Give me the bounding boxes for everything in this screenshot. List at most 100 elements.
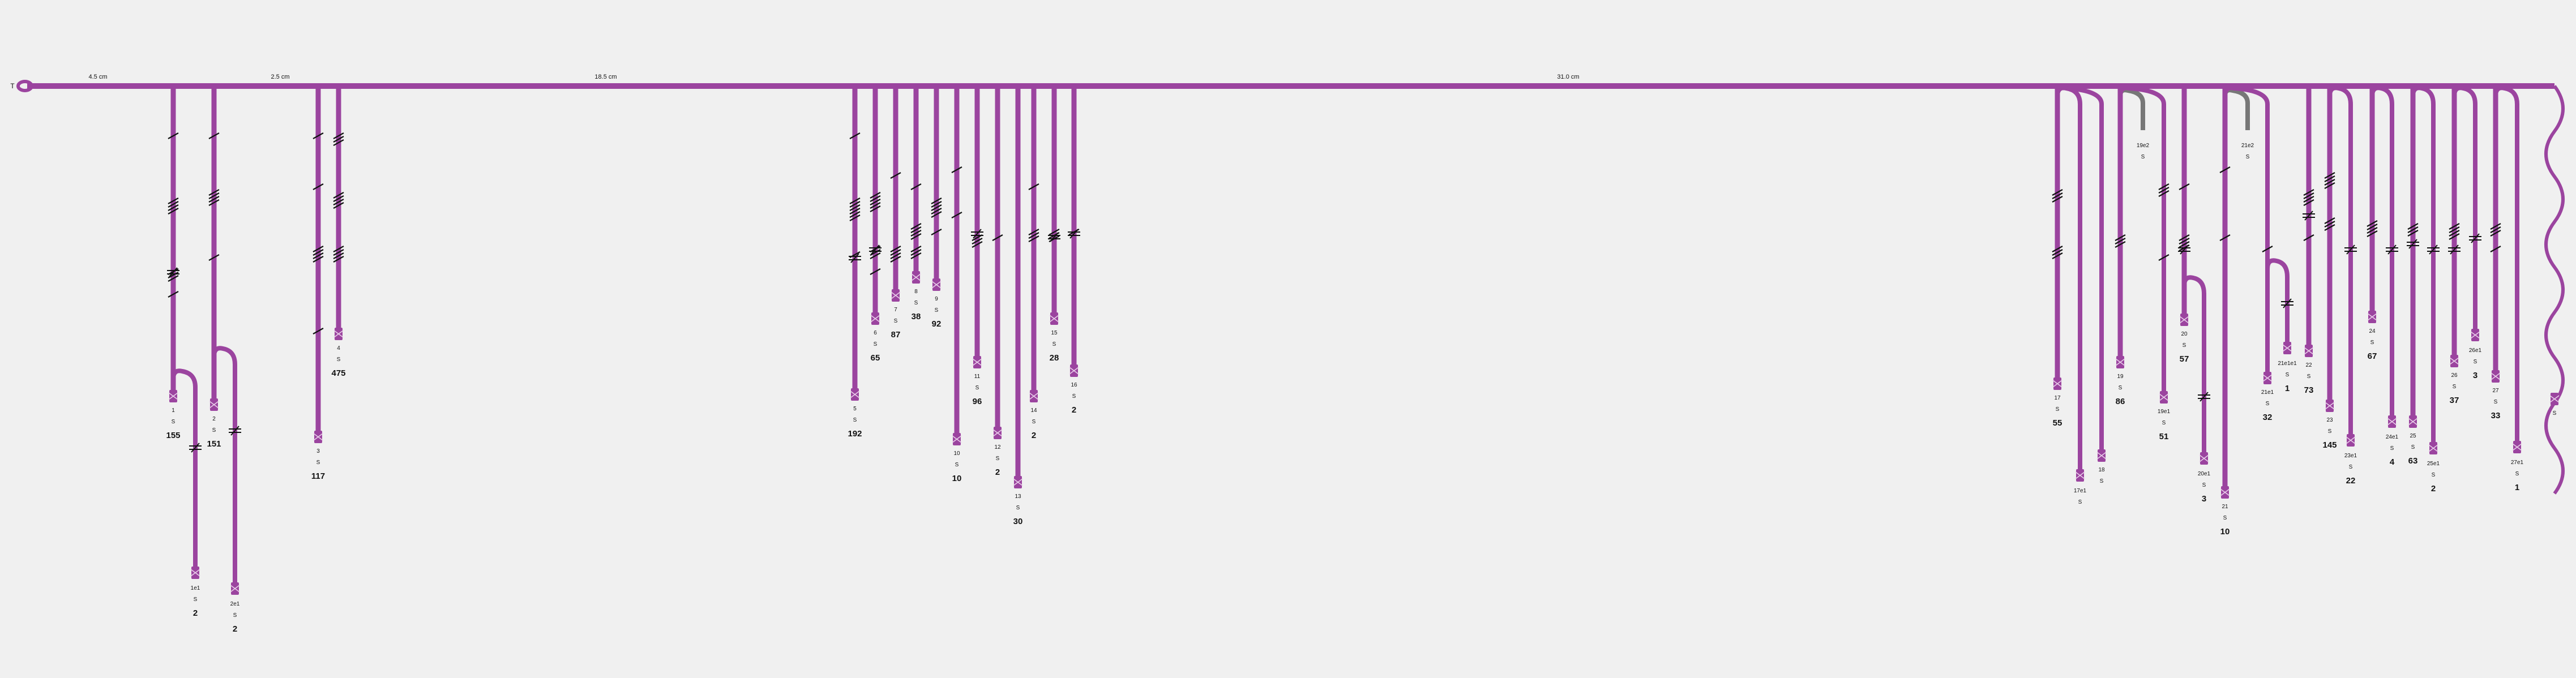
node-count: 63 bbox=[2408, 456, 2418, 466]
branch-b1-marks bbox=[168, 291, 179, 298]
branch-b1-sub-node bbox=[190, 567, 200, 579]
node-label: S bbox=[2078, 499, 2082, 505]
branch-b8-node bbox=[911, 271, 921, 284]
node-label: S bbox=[2515, 471, 2519, 477]
branch-b8-marks bbox=[910, 223, 922, 240]
root-node bbox=[16, 80, 33, 92]
branch-b5-marks bbox=[849, 198, 861, 221]
distance-label: 4.5 cm bbox=[88, 74, 107, 80]
branch-b6-marks bbox=[870, 192, 881, 212]
branch-b27-marks bbox=[2490, 223, 2501, 237]
node-label: S bbox=[1072, 393, 1076, 400]
node-count: 65 bbox=[871, 353, 880, 363]
branch-b3-marks bbox=[313, 246, 324, 263]
branch-b17-marks bbox=[2052, 246, 2063, 259]
node-label: 21e1 bbox=[2261, 389, 2274, 396]
node-label: 20e1 bbox=[2198, 471, 2211, 477]
branch-b20-node bbox=[2179, 314, 2189, 326]
branch-b21e1-node bbox=[2262, 372, 2273, 384]
branch-b27-sub-edge bbox=[2493, 85, 2519, 449]
branch-b25-sub-marks bbox=[2427, 244, 2440, 255]
distance-label: 31.0 cm bbox=[1557, 74, 1579, 80]
branch-b23-node bbox=[2325, 400, 2335, 412]
branch-b18-edge bbox=[2055, 85, 2104, 458]
node-label: S bbox=[2202, 482, 2206, 488]
node-label: S bbox=[853, 417, 857, 423]
node-count: 155 bbox=[166, 431, 180, 440]
branch-b1-marks bbox=[168, 132, 179, 139]
branch-b19-node bbox=[2115, 356, 2125, 368]
node-label: 14 bbox=[1030, 407, 1037, 414]
branch-b13-node bbox=[1013, 476, 1023, 488]
branch-b5-marks bbox=[849, 132, 861, 139]
branch-b22-marks bbox=[2303, 189, 2314, 206]
node-count: 10 bbox=[952, 474, 962, 483]
node-label: S bbox=[996, 456, 1000, 462]
node-label: S bbox=[914, 300, 918, 306]
node-label: 13 bbox=[1015, 494, 1021, 500]
branch-b21-marks bbox=[2219, 166, 2231, 173]
node-label: 2e1 bbox=[230, 601, 240, 607]
branch-b15-node bbox=[1049, 312, 1059, 325]
branch-b27-sub-node bbox=[2512, 441, 2522, 453]
branch-b23-sub-node bbox=[2346, 434, 2356, 447]
node-label: S bbox=[874, 341, 878, 347]
nodes-layer bbox=[16, 80, 2560, 595]
node-label: 25 bbox=[2410, 433, 2416, 439]
branch-b10-marks bbox=[951, 166, 962, 173]
node-label: S bbox=[233, 612, 237, 619]
node-label: S bbox=[2390, 445, 2394, 452]
node-label: 23e1 bbox=[2344, 453, 2357, 459]
node-count: 475 bbox=[331, 368, 345, 378]
branch-b1-sub-edge bbox=[171, 368, 198, 575]
node-count: 2 bbox=[193, 608, 198, 618]
node-label: 27e1 bbox=[2511, 460, 2524, 466]
node-count: 1 bbox=[2285, 384, 2290, 393]
node-label: 26e1 bbox=[2469, 347, 2482, 354]
node-label: S bbox=[975, 385, 979, 391]
branch-b9-marks bbox=[931, 229, 942, 235]
node-label: 17 bbox=[2054, 395, 2061, 401]
branch-b25-node bbox=[2408, 415, 2418, 428]
node-label: S bbox=[2286, 372, 2290, 378]
node-count: 4 bbox=[2390, 457, 2395, 467]
node-count: 67 bbox=[2368, 351, 2377, 361]
branch-b19e1-edge bbox=[2118, 85, 2166, 400]
node-count: 3 bbox=[2202, 494, 2206, 504]
node-label: 20 bbox=[2181, 331, 2188, 337]
branch-b1-marks bbox=[168, 198, 179, 214]
branch-b10-node bbox=[952, 433, 962, 445]
node-count: 1 bbox=[2515, 483, 2519, 492]
branch-b8-marks bbox=[910, 183, 922, 190]
node-label: 24 bbox=[2369, 328, 2376, 334]
node-count: 2 bbox=[2431, 484, 2436, 494]
branch-b22-marks bbox=[2303, 234, 2314, 241]
branch-b2-sub-marks bbox=[229, 426, 241, 436]
node-label: S bbox=[894, 318, 898, 324]
node-label: 16 bbox=[1071, 382, 1077, 388]
double-bar-mark bbox=[869, 244, 882, 255]
node-count: 32 bbox=[2263, 413, 2273, 422]
branch-b24-sub-node bbox=[2387, 415, 2397, 428]
node-count: 10 bbox=[2220, 527, 2230, 537]
node-label: 10 bbox=[953, 450, 960, 457]
branch-b23-sub-marks bbox=[2344, 244, 2357, 255]
branch-b20-sub-marks bbox=[2198, 392, 2210, 402]
node-label: 8 bbox=[914, 289, 918, 295]
node-count: 192 bbox=[848, 429, 862, 439]
branch-b2-marks bbox=[208, 132, 220, 139]
node-label: 19 bbox=[2117, 374, 2124, 380]
branch-b8-marks bbox=[910, 246, 922, 259]
branch-b26-sub-node bbox=[2470, 329, 2480, 341]
branch-b20-sub-node bbox=[2199, 452, 2209, 465]
branch-b2-marks bbox=[208, 189, 220, 206]
node-label: 3 bbox=[316, 448, 320, 454]
branch-b24-marks bbox=[2367, 220, 2378, 237]
double-bar-mark bbox=[167, 267, 179, 277]
branch-b24-sub-edge bbox=[2370, 85, 2394, 424]
node-label: 19e1 bbox=[2158, 409, 2171, 415]
branch-b23-marks bbox=[2324, 172, 2335, 189]
node-count: 37 bbox=[2450, 396, 2459, 405]
node-label: S bbox=[2553, 410, 2557, 417]
